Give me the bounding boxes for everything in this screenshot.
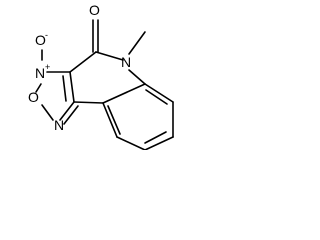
bond-junction-to-benzo (73, 101, 104, 104)
bond-layer (35, 19, 174, 150)
atom-ring-nitrogen: N (121, 54, 131, 70)
atom-oxide-nitrogen: N (35, 65, 45, 81)
benzo-bond-4 (144, 136, 174, 150)
bond-ring-o-to-imine-n (41, 104, 54, 121)
benzo-inner-1 (145, 89, 168, 105)
atom-imine-nitrogen: N (54, 117, 64, 133)
atom-ring-oxygen: O (28, 89, 39, 105)
atom-label-layer: O N N + O - O N (28, 2, 131, 133)
bond-noxide-to-ring-o (35, 83, 42, 93)
benzo-bond-5 (116, 136, 146, 150)
bond-n-to-methyl (128, 31, 146, 55)
structure-canvas: O N N + O - O N (0, 0, 223, 150)
bond-imine-n-to-junction (59, 101, 75, 121)
bond-junction-vertical (69, 71, 75, 103)
bond-junction-vertical-inner (62, 75, 67, 102)
benzo-bond-1 (102, 83, 146, 104)
bond-carbonyl-to-junction (69, 51, 97, 73)
bond-n-to-aryl (128, 69, 146, 85)
charge-minus: - (45, 30, 48, 40)
benzo-bond-2 (144, 83, 174, 103)
molecule-structure: O N N + O - O N (28, 2, 174, 150)
bond-c-to-n (95, 51, 124, 61)
benzo-inner-3 (107, 105, 121, 135)
bond-imine-n-to-junction-double (63, 105, 79, 125)
atom-oxide-oxygen: O (35, 32, 46, 48)
benzo-bond-6 (102, 102, 118, 138)
charge-plus: + (45, 62, 50, 72)
benzo-inner-2 (144, 131, 167, 144)
atom-carbonyl-oxygen: O (89, 2, 100, 18)
